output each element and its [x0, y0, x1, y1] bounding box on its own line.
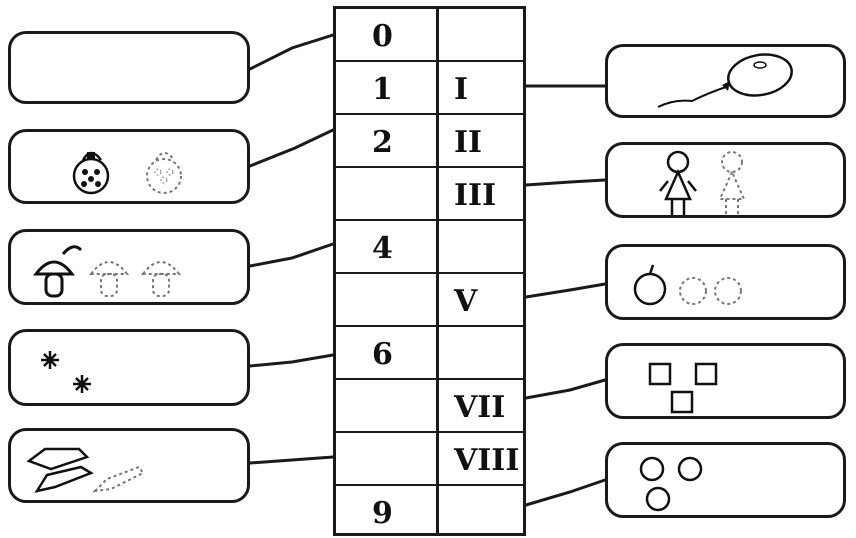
- square-icon: [648, 362, 718, 414]
- arabic-cell[interactable]: 9: [372, 496, 393, 531]
- table-row: V: [336, 274, 523, 325]
- roman-cell[interactable]: I: [454, 72, 469, 107]
- roman-cell[interactable]: V: [454, 284, 478, 319]
- table-row: VII: [336, 380, 523, 431]
- table-row: 4: [336, 221, 523, 272]
- table-row: 1 I: [336, 62, 523, 113]
- apple-icon: [633, 264, 742, 306]
- left-card-1[interactable]: [8, 31, 250, 104]
- connector-left-2: [248, 128, 335, 168]
- table-row: VIII: [336, 433, 523, 484]
- table-row: 9: [336, 486, 523, 537]
- doll-icon: [659, 150, 746, 215]
- pencil-icon: [26, 447, 145, 493]
- mushroom-icon: [32, 245, 182, 298]
- left-card-5[interactable]: [8, 428, 250, 503]
- right-card-2[interactable]: [605, 142, 846, 218]
- number-table: 0 1 I 2 II III 4 V 6 VII VIII 9: [333, 6, 526, 536]
- arabic-cell[interactable]: 4: [372, 231, 393, 266]
- table-row: 0: [336, 9, 523, 60]
- arabic-cell[interactable]: 1: [372, 72, 393, 107]
- connector-right-3: [524, 282, 607, 299]
- ornament-icon: [72, 151, 182, 195]
- arabic-cell[interactable]: 6: [372, 337, 393, 372]
- left-card-4[interactable]: [8, 329, 250, 406]
- connector-left-1: [248, 33, 335, 71]
- left-card-3[interactable]: [8, 229, 250, 305]
- balloon-icon: [657, 53, 793, 108]
- connector-right-4: [524, 378, 607, 400]
- connector-left-5: [248, 455, 335, 465]
- roman-cell[interactable]: VIII: [454, 443, 520, 478]
- right-card-5[interactable]: [605, 442, 846, 518]
- right-card-3[interactable]: [605, 244, 846, 320]
- right-card-4[interactable]: [605, 343, 846, 419]
- roman-cell[interactable]: II: [454, 125, 483, 160]
- connector-left-3: [248, 242, 335, 268]
- table-row: III: [336, 168, 523, 219]
- snowflake-icon: [41, 351, 91, 393]
- arabic-cell[interactable]: 2: [372, 125, 393, 160]
- connector-left-4: [248, 353, 335, 368]
- connector-right-5: [524, 478, 607, 507]
- left-card-2[interactable]: [8, 129, 250, 204]
- column-divider: [436, 9, 439, 533]
- right-card-1[interactable]: [605, 44, 846, 118]
- circle-icon: [639, 456, 703, 512]
- arabic-cell[interactable]: 0: [372, 19, 393, 54]
- connector-right-2: [524, 178, 607, 187]
- roman-cell[interactable]: VII: [454, 390, 506, 425]
- roman-cell[interactable]: III: [454, 178, 497, 213]
- table-row: 2 II: [336, 115, 523, 166]
- table-row: 6: [336, 327, 523, 378]
